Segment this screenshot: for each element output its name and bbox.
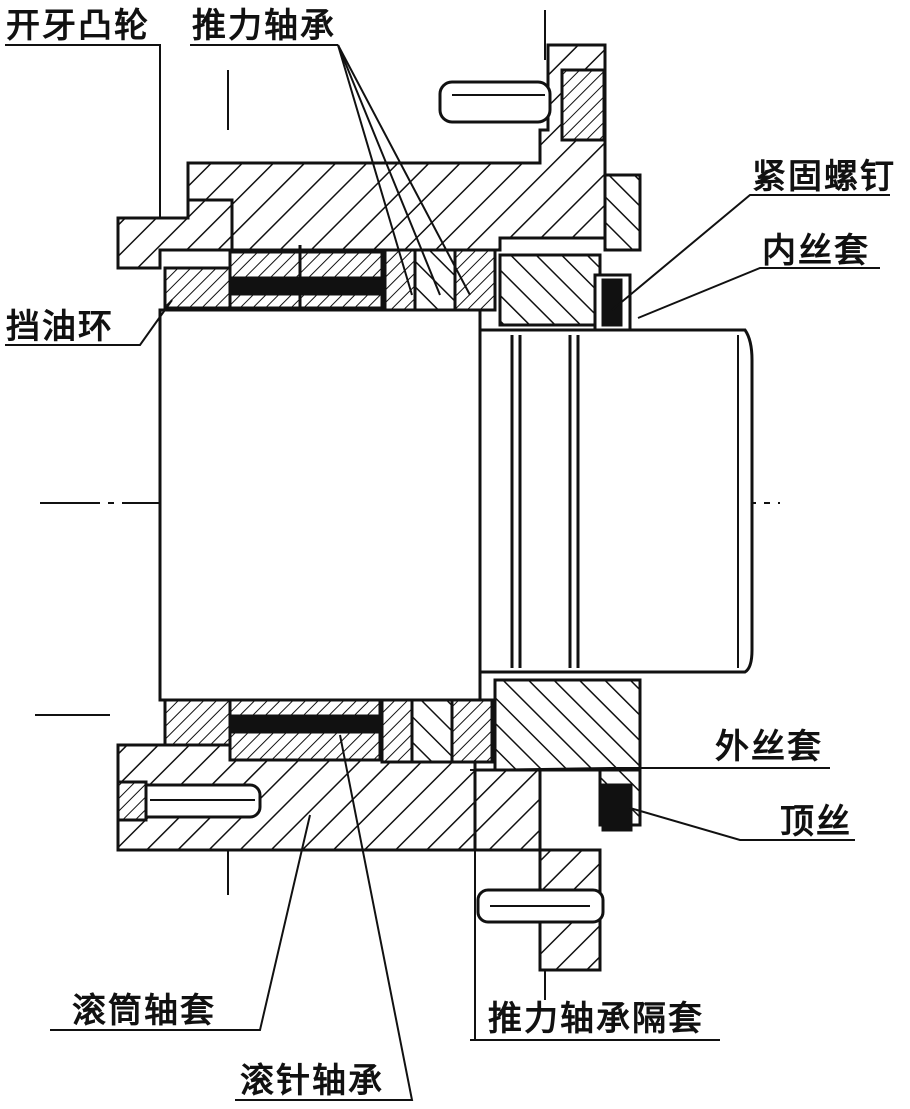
label-cam: 开牙凸轮 (6, 6, 150, 46)
label-spacer: 推力轴承隔套 (488, 999, 704, 1039)
label-needle-bearing: 滚针轴承 (240, 1061, 384, 1101)
roller-shaft (158, 308, 754, 702)
label-outer-sleeve: 外丝套 (715, 727, 823, 767)
leader-lines (5, 44, 890, 1101)
lower-bolts (116, 780, 605, 924)
upper-bearing-area (163, 245, 632, 332)
label-inner-sleeve: 内丝套 (762, 231, 870, 271)
upper-bolt (438, 68, 606, 142)
callout-labels: 开牙凸轮 推力轴承 紧固螺钉 内丝套 挡油环 外丝套 顶丝 滚筒轴套 推力轴承隔… (6, 6, 896, 1101)
upper-housing (116, 43, 642, 270)
label-lock-screw: 紧固螺钉 (752, 157, 896, 197)
label-thrust-bearing: 推力轴承 (192, 6, 336, 46)
lower-bearing-area (163, 678, 642, 832)
label-set-screw: 顶丝 (780, 802, 852, 842)
label-oil-ring: 挡油环 (6, 307, 114, 347)
label-roller-sleeve: 滚筒轴套 (72, 991, 216, 1031)
